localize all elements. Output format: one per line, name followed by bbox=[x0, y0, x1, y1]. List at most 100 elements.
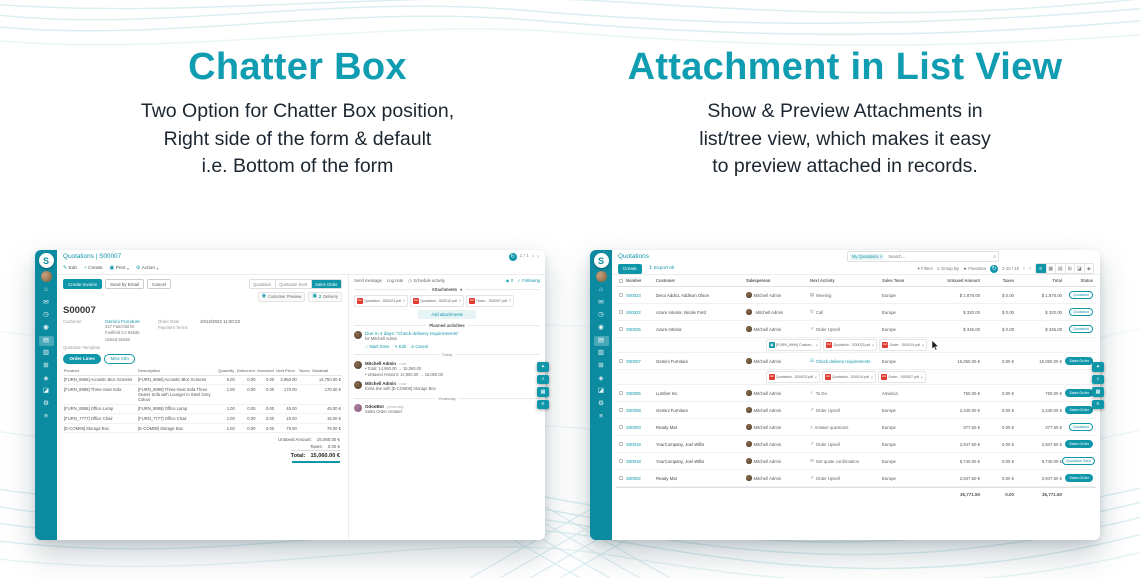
row-checkbox[interactable] bbox=[616, 310, 626, 314]
edit-activity-button[interactable]: ✎Edit bbox=[394, 343, 406, 349]
order-number[interactable]: S00006 bbox=[626, 390, 641, 396]
close-icon[interactable]: × bbox=[870, 374, 874, 380]
sidebar-discuss-icon[interactable]: ✉ bbox=[598, 298, 604, 306]
status-quotation-sent[interactable]: Quotation Sent bbox=[274, 280, 311, 288]
row-checkbox[interactable] bbox=[616, 359, 626, 363]
column-header[interactable]: Status bbox=[1080, 278, 1093, 283]
sidebar-contacts-icon[interactable]: ◉ bbox=[598, 323, 604, 331]
order-number[interactable]: S00002 bbox=[626, 475, 641, 481]
fab-highlight-button[interactable]: ✦ bbox=[1092, 362, 1104, 372]
column-header[interactable]: Salesperson bbox=[746, 278, 771, 283]
row-checkbox[interactable] bbox=[616, 476, 626, 480]
row-checkbox[interactable] bbox=[616, 293, 626, 297]
column-header[interactable]: Untaxed Amount bbox=[947, 278, 980, 283]
table-row[interactable]: [FURN_8888] Office Lamp[FURN_8888] Offic… bbox=[63, 404, 342, 415]
send-by-email-button[interactable]: Send by Email bbox=[105, 279, 145, 289]
fab-search-button[interactable]: ⌕ bbox=[1092, 374, 1104, 384]
log-note-tab[interactable]: Log note bbox=[386, 278, 404, 283]
sidebar-settings-icon[interactable]: ⚙ bbox=[598, 400, 604, 408]
app-logo[interactable]: S bbox=[38, 253, 54, 268]
fab-menu-button[interactable]: ≡ bbox=[1092, 399, 1104, 409]
cancel-button[interactable]: Cancel bbox=[147, 279, 172, 289]
column-header[interactable]: Number bbox=[626, 278, 642, 283]
fab-grid-button[interactable]: ▦ bbox=[1092, 387, 1104, 397]
order-number[interactable]: S00022 bbox=[626, 309, 641, 315]
sidebar-contacts-icon[interactable]: ◉ bbox=[43, 323, 49, 331]
create-invoice-button[interactable]: Create Invoice bbox=[63, 279, 103, 289]
mark-done-button[interactable]: ✓Mark Done bbox=[365, 343, 390, 349]
sidebar-reporting-icon[interactable]: ◪ bbox=[597, 387, 605, 395]
list-view-icon[interactable]: ≡ bbox=[1036, 263, 1046, 274]
fab-menu-button[interactable]: ≡ bbox=[537, 399, 549, 409]
row-checkbox[interactable] bbox=[616, 425, 626, 429]
sidebar-sales-icon[interactable]: ▤ bbox=[38, 336, 54, 346]
map-view-icon[interactable]: ◈ bbox=[1083, 263, 1093, 274]
close-icon[interactable]: × bbox=[402, 298, 406, 304]
tab-order-lines[interactable]: Order Lines bbox=[63, 353, 102, 364]
sidebar-discuss-icon[interactable]: ✉ bbox=[43, 298, 49, 306]
pager-next-icon[interactable]: › bbox=[1029, 265, 1031, 272]
close-icon[interactable]: × bbox=[508, 298, 511, 304]
kanban-view-icon[interactable]: ▦ bbox=[1045, 263, 1055, 274]
order-number[interactable]: S00018 bbox=[626, 458, 641, 464]
attachments-header[interactable]: Attachments bbox=[431, 286, 458, 292]
sidebar-calendar-icon[interactable]: ◷ bbox=[43, 311, 49, 319]
column-header[interactable]: Next Activity bbox=[810, 278, 835, 283]
sidebar-accounting-icon[interactable]: ⊞ bbox=[598, 362, 604, 369]
column-header[interactable]: Invoiced bbox=[256, 366, 276, 376]
sidebar-inventory-icon[interactable]: ▥ bbox=[597, 349, 605, 357]
add-attachments-button[interactable]: Add attachments bbox=[418, 310, 476, 319]
group-by-button[interactable]: ≡Group By bbox=[936, 266, 959, 271]
favorites-button[interactable]: ★Favorites bbox=[963, 265, 987, 272]
sidebar-calendar-icon[interactable]: ◷ bbox=[598, 311, 604, 319]
pivot-view-icon[interactable]: ⊞ bbox=[1064, 263, 1074, 274]
sidebar-accounting-icon[interactable]: ⊞ bbox=[43, 362, 49, 369]
status-quotation[interactable]: Quotation bbox=[253, 281, 272, 287]
column-header[interactable]: Unit Price bbox=[275, 366, 298, 376]
table-row[interactable]: [FURN_6666] Acoustic Bloc Screens[FURN_6… bbox=[63, 375, 342, 386]
close-icon[interactable]: × bbox=[815, 342, 819, 348]
close-icon[interactable]: × bbox=[458, 298, 462, 304]
print-menu[interactable]: ▣Print▾ bbox=[109, 266, 129, 271]
status-sales-order[interactable]: Sales Order bbox=[310, 280, 341, 288]
column-header[interactable]: Subtotal bbox=[311, 366, 342, 376]
order-number[interactable]: S00025 bbox=[626, 326, 641, 332]
fab-grid-button[interactable]: ▦ bbox=[537, 387, 549, 397]
sidebar-project-icon[interactable]: ◈ bbox=[598, 374, 604, 382]
breadcrumb[interactable]: Quotations bbox=[618, 253, 649, 260]
schedule-activity-tab[interactable]: ◷Schedule activity bbox=[408, 278, 445, 283]
sync-icon[interactable]: ↻ bbox=[508, 252, 517, 261]
pager-next-icon[interactable]: › bbox=[537, 253, 539, 260]
column-header[interactable]: Quantity bbox=[217, 366, 236, 376]
table-row[interactable]: [E-COM08] Storage Box[E-COM08] Storage B… bbox=[63, 423, 342, 434]
order-number[interactable]: S00003 bbox=[626, 424, 641, 430]
sidebar-sales-icon[interactable]: ▤ bbox=[593, 336, 609, 346]
breadcrumb[interactable]: Quotations | S00007 bbox=[63, 253, 122, 260]
search-bar[interactable]: My Quotations× ⌕ bbox=[847, 251, 999, 262]
column-header[interactable]: Total bbox=[1052, 278, 1062, 283]
order-number[interactable]: S00023 bbox=[626, 292, 641, 298]
close-icon[interactable]: × bbox=[921, 342, 925, 348]
column-header[interactable]: Taxes bbox=[297, 366, 312, 376]
column-header[interactable]: Customer bbox=[656, 278, 676, 283]
pager-prev-icon[interactable]: ‹ bbox=[532, 253, 534, 260]
edit-button[interactable]: ✎Edit bbox=[63, 266, 77, 271]
search-input[interactable] bbox=[886, 253, 992, 260]
following-button[interactable]: ✓Following bbox=[517, 278, 540, 283]
row-checkbox[interactable] bbox=[616, 408, 626, 412]
sidebar-apps-icon[interactable]: ≡ bbox=[599, 412, 603, 420]
